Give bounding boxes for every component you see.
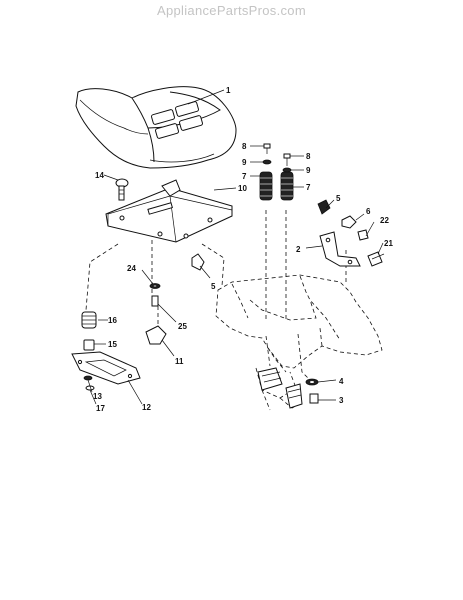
callout-7-left: 7: [242, 172, 247, 181]
callout-2: 2: [296, 245, 301, 254]
callout-5-lower: 5: [211, 282, 216, 291]
seat-springs: [259, 171, 294, 201]
site-watermark: AppliancePartsPros.com: [157, 3, 306, 18]
callout-21: 21: [384, 239, 393, 248]
callout-7-right: 7: [306, 183, 311, 192]
callout-13: 13: [93, 392, 102, 401]
callout-9-left: 9: [242, 158, 247, 167]
leader-lines: [87, 89, 384, 405]
spring-bolts: [262, 143, 292, 173]
callout-22: 22: [380, 216, 389, 225]
adjustment-knob: [115, 178, 129, 201]
callout-16: 16: [108, 316, 117, 325]
callout-12: 12: [142, 403, 151, 412]
callout-11: 11: [175, 357, 184, 366]
pivot-hardware: [81, 253, 319, 404]
callout-10: 10: [238, 184, 247, 193]
callout-labels: 1 2 3 4 5 5 6 7 7 8 8 9 9 10 11 12 13 14…: [93, 86, 393, 413]
callout-17: 17: [96, 404, 105, 413]
seat-pan: [105, 179, 233, 243]
seat-bracket: [317, 199, 385, 267]
frame-bracket: [257, 367, 303, 409]
slide-plate: [71, 351, 141, 385]
callout-3: 3: [339, 396, 344, 405]
callout-1: 1: [226, 86, 231, 95]
seat: [75, 86, 237, 169]
callout-25: 25: [178, 322, 187, 331]
callout-9-right: 9: [306, 166, 311, 175]
callout-8-left: 8: [242, 142, 247, 151]
callout-15: 15: [108, 340, 117, 349]
callout-24: 24: [127, 264, 136, 273]
callout-14: 14: [95, 171, 104, 180]
callout-5-upper: 5: [336, 194, 341, 203]
callout-4: 4: [339, 377, 344, 386]
callout-6: 6: [366, 207, 371, 216]
callout-8-right: 8: [306, 152, 311, 161]
